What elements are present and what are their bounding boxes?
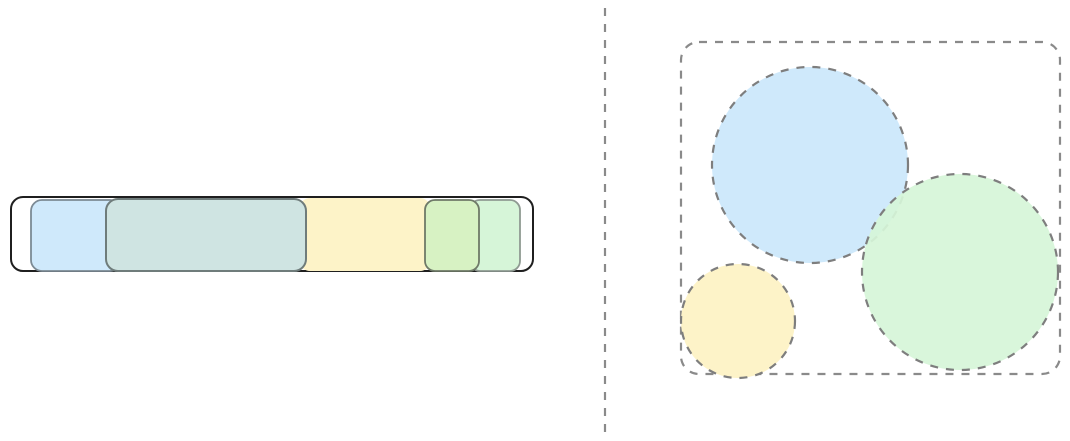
left-bar-panel [10,196,534,272]
bar-segment-teal [105,198,307,272]
right-circles-panel [679,40,1062,380]
circles-container [679,40,1062,376]
bar-segment-yellow [300,198,430,271]
circle-green [860,172,1060,372]
circle-blue [710,65,910,265]
bar-segment-lime [424,199,480,272]
circle-yellow [679,262,797,380]
